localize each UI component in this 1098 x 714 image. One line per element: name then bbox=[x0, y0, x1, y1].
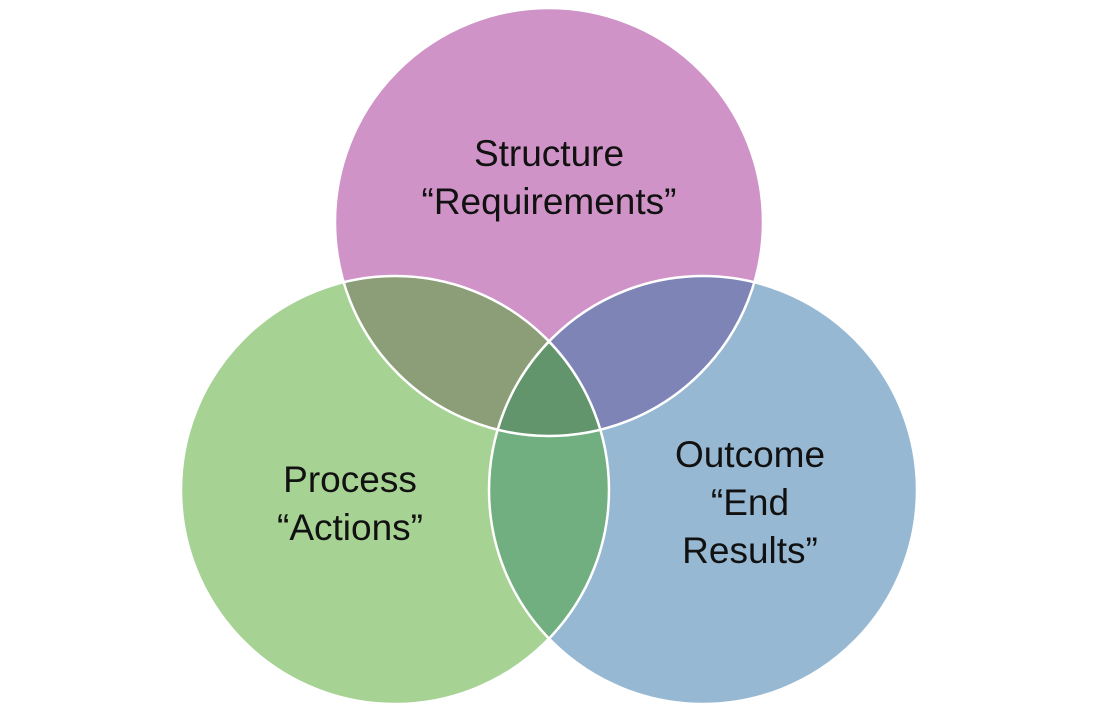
structure-process-overlap bbox=[335, 276, 609, 436]
outcome-subtitle-line2: Results” bbox=[682, 530, 818, 571]
structure-outcome-overlap bbox=[489, 276, 763, 436]
outcome-subtitle-line1: “End bbox=[710, 482, 790, 523]
structure-title: Structure bbox=[473, 133, 625, 174]
structure-outline bbox=[333, 6, 765, 438]
process-title: Process bbox=[283, 459, 417, 500]
process-subtitle: “Actions” bbox=[277, 507, 423, 548]
outcome-title: Outcome bbox=[674, 434, 826, 475]
process-outline bbox=[179, 274, 611, 706]
outcome-label: Outcome “End Results” bbox=[600, 431, 900, 575]
process-label: Process “Actions” bbox=[200, 456, 500, 552]
structure-label: Structure “Requirements” bbox=[349, 130, 749, 226]
outcome-outline bbox=[487, 274, 919, 706]
structure-subtitle: “Requirements” bbox=[421, 181, 677, 222]
